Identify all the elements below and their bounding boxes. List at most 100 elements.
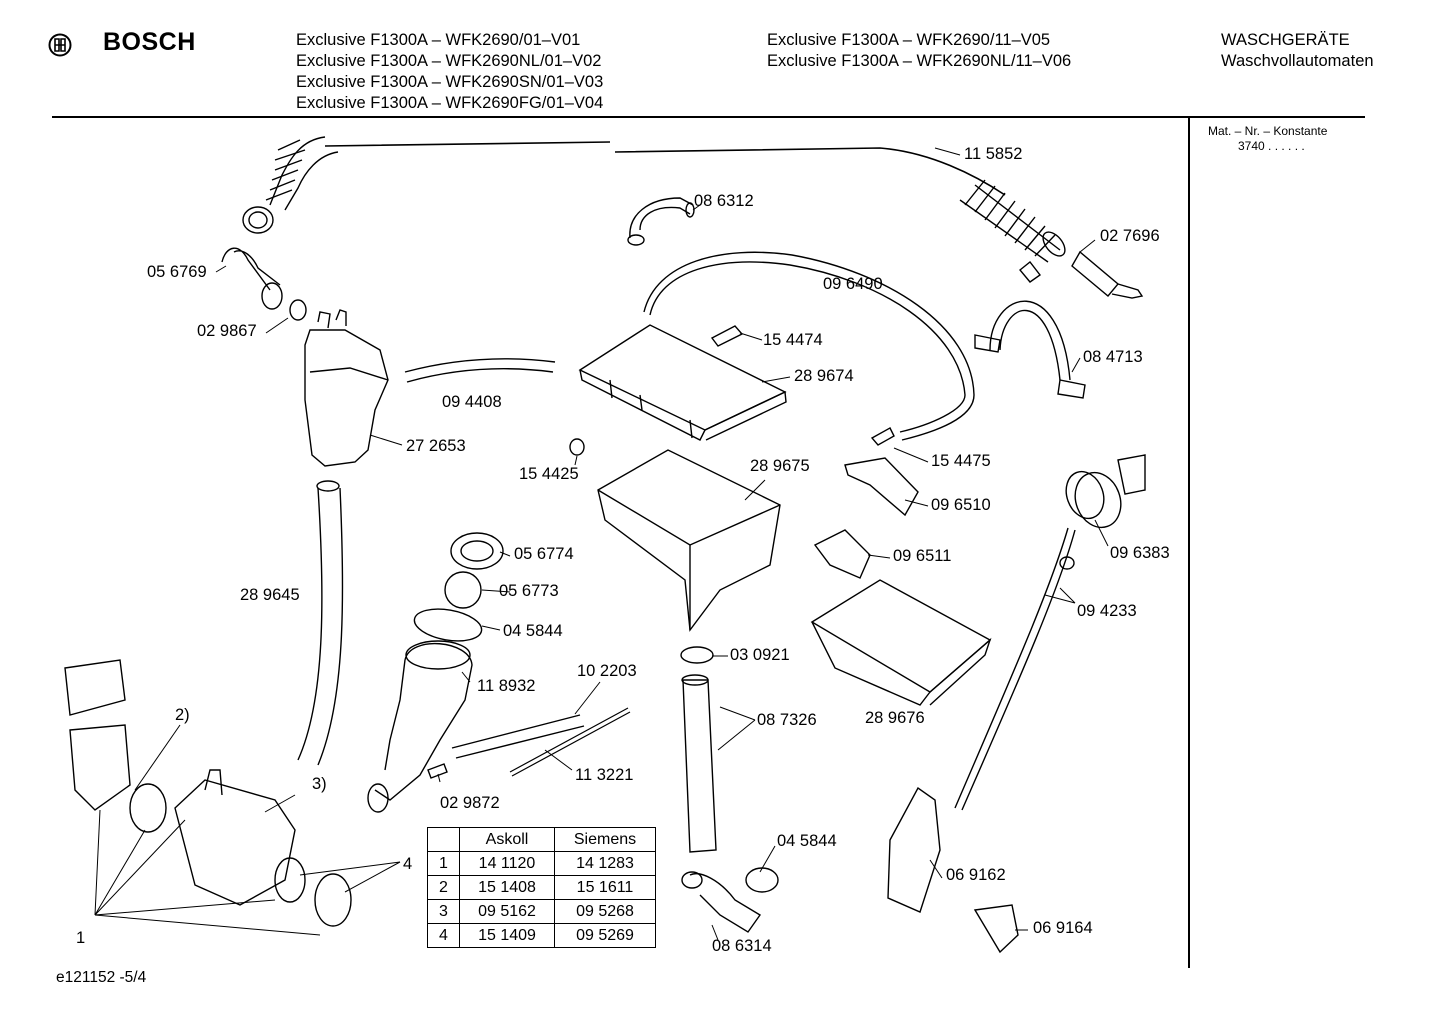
reference-marker: 1: [76, 929, 86, 947]
elbow-hose-small: [627, 197, 695, 246]
table-cell: 09 5268: [554, 899, 656, 924]
air-trap-tank: [304, 309, 389, 467]
part-number: 09 4408: [442, 393, 502, 411]
table-cell: 15 1611: [554, 875, 656, 900]
material-number-label: Mat. – Nr. – Konstante: [1208, 124, 1328, 138]
valve-plug: [569, 438, 585, 456]
reference-marker: 4: [403, 855, 413, 873]
cover-clip: [710, 325, 744, 347]
table-header-cell: [427, 827, 460, 852]
part-number: 08 4713: [1083, 348, 1143, 366]
part-number: 15 4425: [519, 465, 579, 483]
model-line: Exclusive F1300A – WFK2690FG/01–V04: [296, 94, 604, 112]
part-number: 15 4474: [763, 331, 823, 349]
part-number: 28 9645: [240, 586, 300, 604]
drain-elbow: [681, 867, 779, 933]
part-number: 08 6314: [712, 937, 772, 955]
category-title: WASCHGERÄTE: [1221, 31, 1350, 49]
part-number: 09 4233: [1077, 602, 1137, 620]
part-number: 28 9674: [794, 367, 854, 385]
drawing-code: e121152 -5/4: [56, 969, 147, 986]
part-number: 05 6773: [499, 582, 559, 600]
model-line: Exclusive F1300A – WFK2690SN/01–V03: [296, 73, 604, 91]
part-number: 09 6511: [893, 547, 952, 565]
table-cell: 09 5162: [459, 899, 555, 924]
bosch-logo-icon: [48, 33, 72, 57]
table-cell: 1: [427, 851, 460, 876]
part-number: 10 2203: [577, 662, 637, 680]
table-cell: 15 1409: [459, 923, 555, 948]
part-number: 11 8932: [477, 677, 536, 695]
pressure-switch: [1065, 454, 1146, 529]
dispenser-cover: [578, 324, 787, 441]
part-number: 15 4475: [931, 452, 991, 470]
part-number: 02 7696: [1100, 227, 1160, 245]
part-number: 11 3221: [575, 766, 634, 784]
hose-end-cap: [1071, 250, 1144, 299]
part-number: 04 5844: [503, 622, 563, 640]
part-number: 05 6774: [514, 545, 574, 563]
hose-bracket: [974, 261, 1086, 399]
part-number: 04 5844: [777, 832, 837, 850]
sump-hose: [367, 640, 473, 813]
side-divider: [1188, 118, 1190, 968]
mounting-bracket: [887, 786, 941, 913]
part-number: 11 5852: [964, 145, 1023, 163]
part-number: 03 0921: [730, 646, 790, 664]
small-tube: [427, 763, 448, 779]
connecting-hose: [451, 714, 585, 759]
table-row: 4 15 1409 09 5269: [427, 923, 656, 948]
seal-ring: [289, 299, 307, 321]
valve-bracket: [844, 457, 919, 517]
drain-hose-vertical: [297, 487, 344, 766]
reference-marker: 3): [312, 775, 327, 793]
table-row: 3 09 5162 09 5268: [427, 899, 656, 924]
model-line: Exclusive F1300A – WFK2690/01–V01: [296, 31, 581, 49]
reference-marker: 2): [175, 706, 190, 724]
table-row: 2 15 1408 15 1611: [427, 875, 656, 900]
part-number: 08 6312: [694, 192, 754, 210]
table-cell: 14 1283: [554, 851, 656, 876]
pressure-hose: [954, 527, 1076, 811]
part-number: 02 9872: [440, 794, 500, 812]
table-cell: 09 5269: [554, 923, 656, 948]
material-number-value: 3740 . . . . . .: [1238, 139, 1305, 153]
part-number: 02 9867: [197, 322, 257, 340]
elbow-connector: [221, 206, 283, 310]
header-divider: [52, 116, 1365, 118]
part-number: 09 6510: [931, 496, 991, 514]
detergent-drawer: [810, 579, 992, 706]
hose-clip-cone: [973, 904, 1019, 954]
table-cell: 4: [427, 923, 460, 948]
part-number: 28 9675: [750, 457, 810, 475]
drain-hose-long: [265, 136, 1066, 263]
ball-valve: [444, 571, 482, 609]
table-cell: 14 1120: [459, 851, 555, 876]
part-number: 09 6383: [1110, 544, 1170, 562]
table-cell: 15 1408: [459, 875, 555, 900]
model-line: Exclusive F1300A – WFK2690NL/01–V02: [296, 52, 602, 70]
pump-variant-table: Askoll Siemens 1 14 1120 14 1283 2 15 14…: [427, 827, 656, 948]
table-header-cell: Askoll: [459, 827, 555, 852]
category-subtitle: Waschvollautomaten: [1221, 52, 1374, 70]
valve-module: [813, 529, 871, 579]
leader-lines: [94, 147, 1109, 941]
thin-hose: [649, 261, 966, 433]
part-number: 09 6490: [823, 275, 883, 293]
part-number: 28 9676: [865, 709, 925, 727]
part-number: 06 9164: [1033, 919, 1093, 937]
drain-pump: [64, 659, 352, 927]
part-number: 08 7326: [757, 711, 817, 729]
hose-connector: [870, 427, 895, 446]
hose-short: [404, 358, 556, 383]
rod: [509, 707, 631, 777]
part-number: 27 2653: [406, 437, 466, 455]
part-number: 05 6769: [147, 263, 207, 281]
model-line: Exclusive F1300A – WFK2690/11–V05: [767, 31, 1051, 49]
bellows-cap: [450, 532, 504, 570]
table-cell: 2: [427, 875, 460, 900]
table-cell: 3: [427, 899, 460, 924]
model-line: Exclusive F1300A – WFK2690NL/11–V06: [767, 52, 1072, 70]
brand-name: BOSCH: [103, 28, 196, 56]
